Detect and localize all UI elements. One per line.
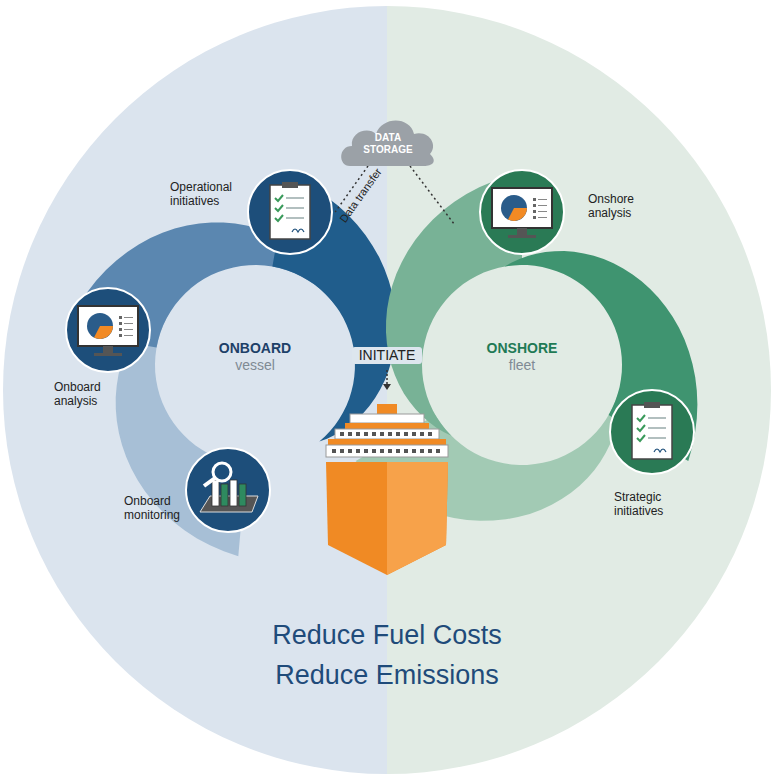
icon-caption: Operational initiatives xyxy=(170,180,260,208)
left-ground xyxy=(3,6,387,774)
swirl-node: ONSHOREfleet xyxy=(392,224,737,534)
clipboard-icon xyxy=(248,170,332,254)
initiate-arrow xyxy=(386,370,388,384)
icon-caption: Onshore analysis xyxy=(588,192,668,220)
monitoring-icon xyxy=(186,448,270,532)
monitor-icon xyxy=(480,170,564,254)
swirl-text: ONBOARDvessel xyxy=(195,340,315,374)
icon-caption: Strategic initiatives xyxy=(614,490,694,518)
icon-caption: Onboard analysis xyxy=(54,380,124,408)
initiate-label: INITIATE xyxy=(352,347,422,364)
monitor-icon xyxy=(66,288,150,372)
ship xyxy=(326,404,448,575)
cloud-node: DATA STORAGE xyxy=(338,112,438,168)
data-link xyxy=(410,166,454,224)
right-ground xyxy=(387,6,771,774)
swirl-arm xyxy=(505,251,698,461)
headline: Reduce Fuel Costs xyxy=(137,618,637,652)
icon-caption: Onboard monitoring xyxy=(124,494,204,522)
swirl-heading: ONSHORE xyxy=(462,340,582,357)
headline: Reduce Emissions xyxy=(137,658,637,692)
swirl-text: ONSHOREfleet xyxy=(462,340,582,374)
swirl-node: ONBOARDvessel xyxy=(40,212,400,532)
swirl-heading: ONBOARD xyxy=(195,340,315,357)
swirl-subheading: fleet xyxy=(462,357,582,374)
initiate-arrowhead xyxy=(383,384,391,390)
cloud-label: DATA STORAGE xyxy=(360,132,416,156)
swirl-subheading: vessel xyxy=(195,357,315,374)
clipboard-icon xyxy=(610,390,694,474)
